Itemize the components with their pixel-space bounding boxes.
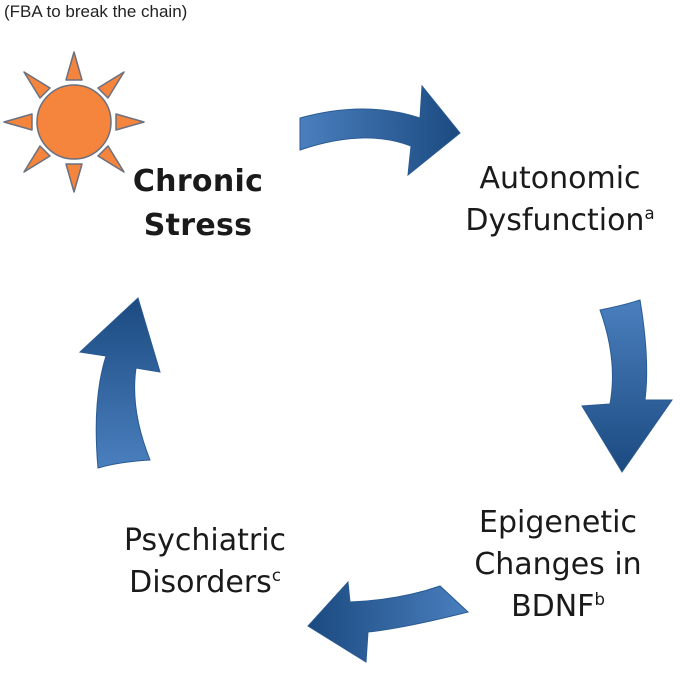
footnote-marker-c: c (271, 566, 281, 585)
diagram-caption: (FBA to break the chain) (4, 2, 188, 21)
sun-icon (3, 51, 145, 193)
node-psychiatric-line2: Disordersc (90, 562, 320, 604)
node-epigenetic-line2: Changes in (474, 547, 642, 582)
arrow-stress-to-autonomic (299, 84, 461, 177)
node-autonomic-line1: Autonomic (479, 161, 641, 196)
node-psychiatric-disorders: Psychiatric Disordersc (90, 520, 320, 604)
node-chronic-stress-line2: Stress (143, 208, 253, 243)
arrow-epigenetic-to-psychiatric (307, 580, 470, 663)
footnote-marker-b: b (594, 590, 605, 609)
node-epigenetic-line3: BDNFb (438, 586, 678, 628)
arrow-psychiatric-to-stress (78, 297, 161, 469)
node-autonomic-line2-text: Dysfunction (465, 203, 645, 238)
node-autonomic-dysfunction: Autonomic Dysfunctiona (440, 158, 680, 242)
node-chronic-stress: Chronic Stress (118, 160, 278, 248)
footnote-marker-a: a (644, 204, 655, 223)
node-psychiatric-line1: Psychiatric (123, 523, 287, 558)
node-epigenetic-line1: Epigenetic (479, 505, 637, 540)
node-autonomic-line2: Dysfunctiona (440, 200, 680, 242)
node-psychiatric-line2-text: Disorders (129, 565, 272, 600)
node-chronic-stress-line1: Chronic (132, 164, 264, 199)
arrow-autonomic-to-epigenetic (581, 299, 673, 473)
node-epigenetic-changes: Epigenetic Changes in BDNFb (438, 502, 678, 628)
node-epigenetic-line3-text: BDNF (511, 589, 595, 624)
